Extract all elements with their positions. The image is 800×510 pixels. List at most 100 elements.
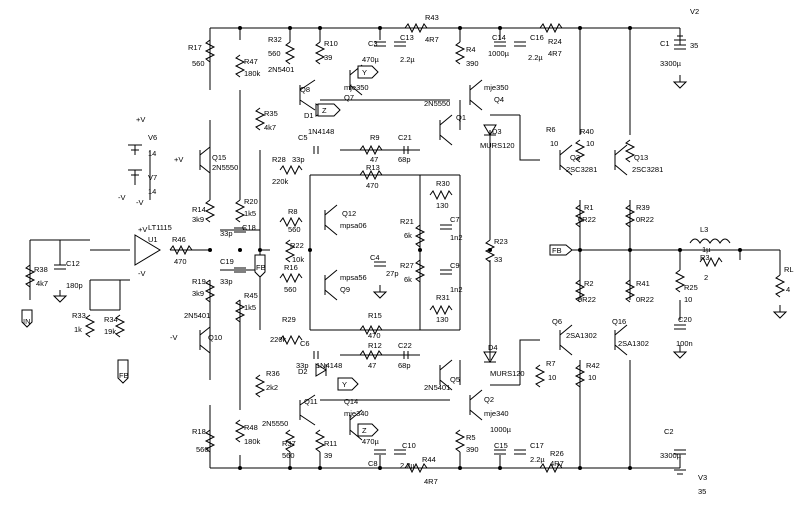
label-r44: R44 [422, 455, 436, 464]
label-y-top: Y [362, 68, 367, 77]
resistor-r39 [624, 204, 636, 228]
resistor-r45 [234, 299, 246, 323]
label-r26: R26 [550, 449, 564, 458]
label-r40-value: 10 [586, 139, 594, 148]
label-r5: R5 [466, 433, 476, 442]
label-c18-value: 33p [220, 229, 233, 238]
resistor-rl [774, 274, 786, 298]
label-r46-value: 470 [174, 257, 187, 266]
label-l3: L3 [700, 225, 708, 234]
resistor-r35 [254, 107, 266, 131]
label-r12-value: 47 [368, 361, 376, 370]
transistor-q13 [614, 144, 628, 176]
label-c15: C15 [494, 441, 508, 450]
transistor-q14 [349, 409, 363, 441]
label-c22-value: 68p [398, 361, 411, 370]
transistor-q12 [324, 204, 338, 236]
resistor-r14 [204, 199, 216, 223]
transistor-q15 [199, 146, 211, 174]
label-r6: R6 [546, 125, 556, 134]
label-r4: R4 [466, 45, 476, 54]
resistor-r16 [279, 272, 303, 284]
label-r25: R25 [684, 283, 698, 292]
label-plus-v: +V [136, 115, 145, 124]
label-v3: V3 [698, 473, 707, 482]
net-flag-fb [549, 244, 573, 256]
label-r16-value: 560 [284, 285, 297, 294]
label-d1: D1 [304, 111, 314, 120]
label-q9: Q9 [340, 285, 350, 294]
label-r17: R17 [188, 43, 202, 52]
label-fb-vas: FB [256, 263, 266, 272]
label-r11: R11 [324, 439, 337, 448]
label-r38-value: 4k7 [36, 279, 48, 288]
label-v6: V6 [148, 133, 157, 142]
label-q15-type: 2N5550 [212, 163, 238, 172]
resistor-r32 [284, 41, 296, 65]
capacitor-c21 [403, 146, 409, 154]
label-r30-value: 130 [436, 201, 449, 210]
capacitor-c16 [514, 41, 526, 47]
label-q14: Q14 [344, 397, 358, 406]
label-r6-value: 10 [550, 139, 558, 148]
capacitor-c15 [494, 449, 506, 455]
resistor-r48 [234, 419, 246, 443]
transistor-q9 [324, 269, 338, 301]
label-r9: R9 [370, 133, 380, 142]
resistor-r24 [539, 22, 563, 34]
label-c16: C16 [530, 33, 544, 42]
label-q10: Q10 [208, 333, 222, 342]
resistor-r22 [284, 239, 296, 263]
label-z-bottom: Z [362, 426, 367, 435]
resistor-r30 [429, 189, 453, 201]
resistor-r29 [279, 334, 303, 346]
transistor-q16 [614, 324, 628, 356]
label-r43: R43 [425, 13, 439, 22]
resistor-r12 [359, 349, 383, 361]
resistor-r4 [454, 41, 466, 65]
label-minus-v: -V [118, 193, 126, 202]
label-v6-value: 14 [148, 149, 156, 158]
resistor-r17 [204, 39, 216, 63]
label-c20: C20 [678, 315, 692, 324]
label-q12-type: mpsa06 [340, 221, 367, 230]
label-r9-value: 47 [370, 155, 378, 164]
label-c3-value: 470µ [362, 55, 380, 64]
label-r39: R39 [636, 203, 650, 212]
net-flag-y [337, 377, 359, 391]
net-flag-z [317, 103, 341, 117]
label-r24: R24 [548, 37, 562, 46]
label-r18: R18 [192, 427, 206, 436]
label-c7: C7 [450, 215, 460, 224]
label-r25-value: 10 [684, 295, 692, 304]
label-u1-type: LT1115 [148, 223, 172, 232]
capacitor-c7 [440, 224, 452, 230]
label-r1-value: 0R22 [578, 215, 596, 224]
label-q16-type: 2SA1302 [618, 339, 649, 348]
transistor-q1 [439, 114, 453, 146]
label-fb-input: FB [119, 371, 129, 380]
label-c20-value: 100n [676, 339, 693, 348]
label-q6: Q6 [552, 317, 562, 326]
resistor-r21 [414, 224, 426, 248]
label-r10: R10 [324, 39, 338, 48]
label-c14: C14 [492, 33, 506, 42]
label-q1-type: 2N5550 [424, 99, 450, 108]
label-c4: C4 [370, 253, 380, 262]
diode-d3 [483, 124, 497, 136]
label-rl-value: 4 [786, 285, 790, 294]
label-r32-value: 560 [268, 49, 281, 58]
label-r7: R7 [546, 359, 556, 368]
label-r28: R28 [272, 155, 286, 164]
label-minus-v: -V [136, 198, 144, 207]
label-q10-type: 2N5401 [184, 311, 210, 320]
label-r38: R38 [34, 265, 48, 274]
label-c6: C6 [300, 339, 310, 348]
capacitor-c10 [394, 449, 406, 455]
label-q2-type: mje340 [484, 409, 509, 418]
label-v7-value: 14 [148, 187, 156, 196]
label-c15-value: 1000µ [490, 425, 512, 434]
label-z-top: Z [322, 106, 327, 115]
label-c3: C3 [368, 39, 378, 48]
label-r31: R31 [436, 293, 450, 302]
